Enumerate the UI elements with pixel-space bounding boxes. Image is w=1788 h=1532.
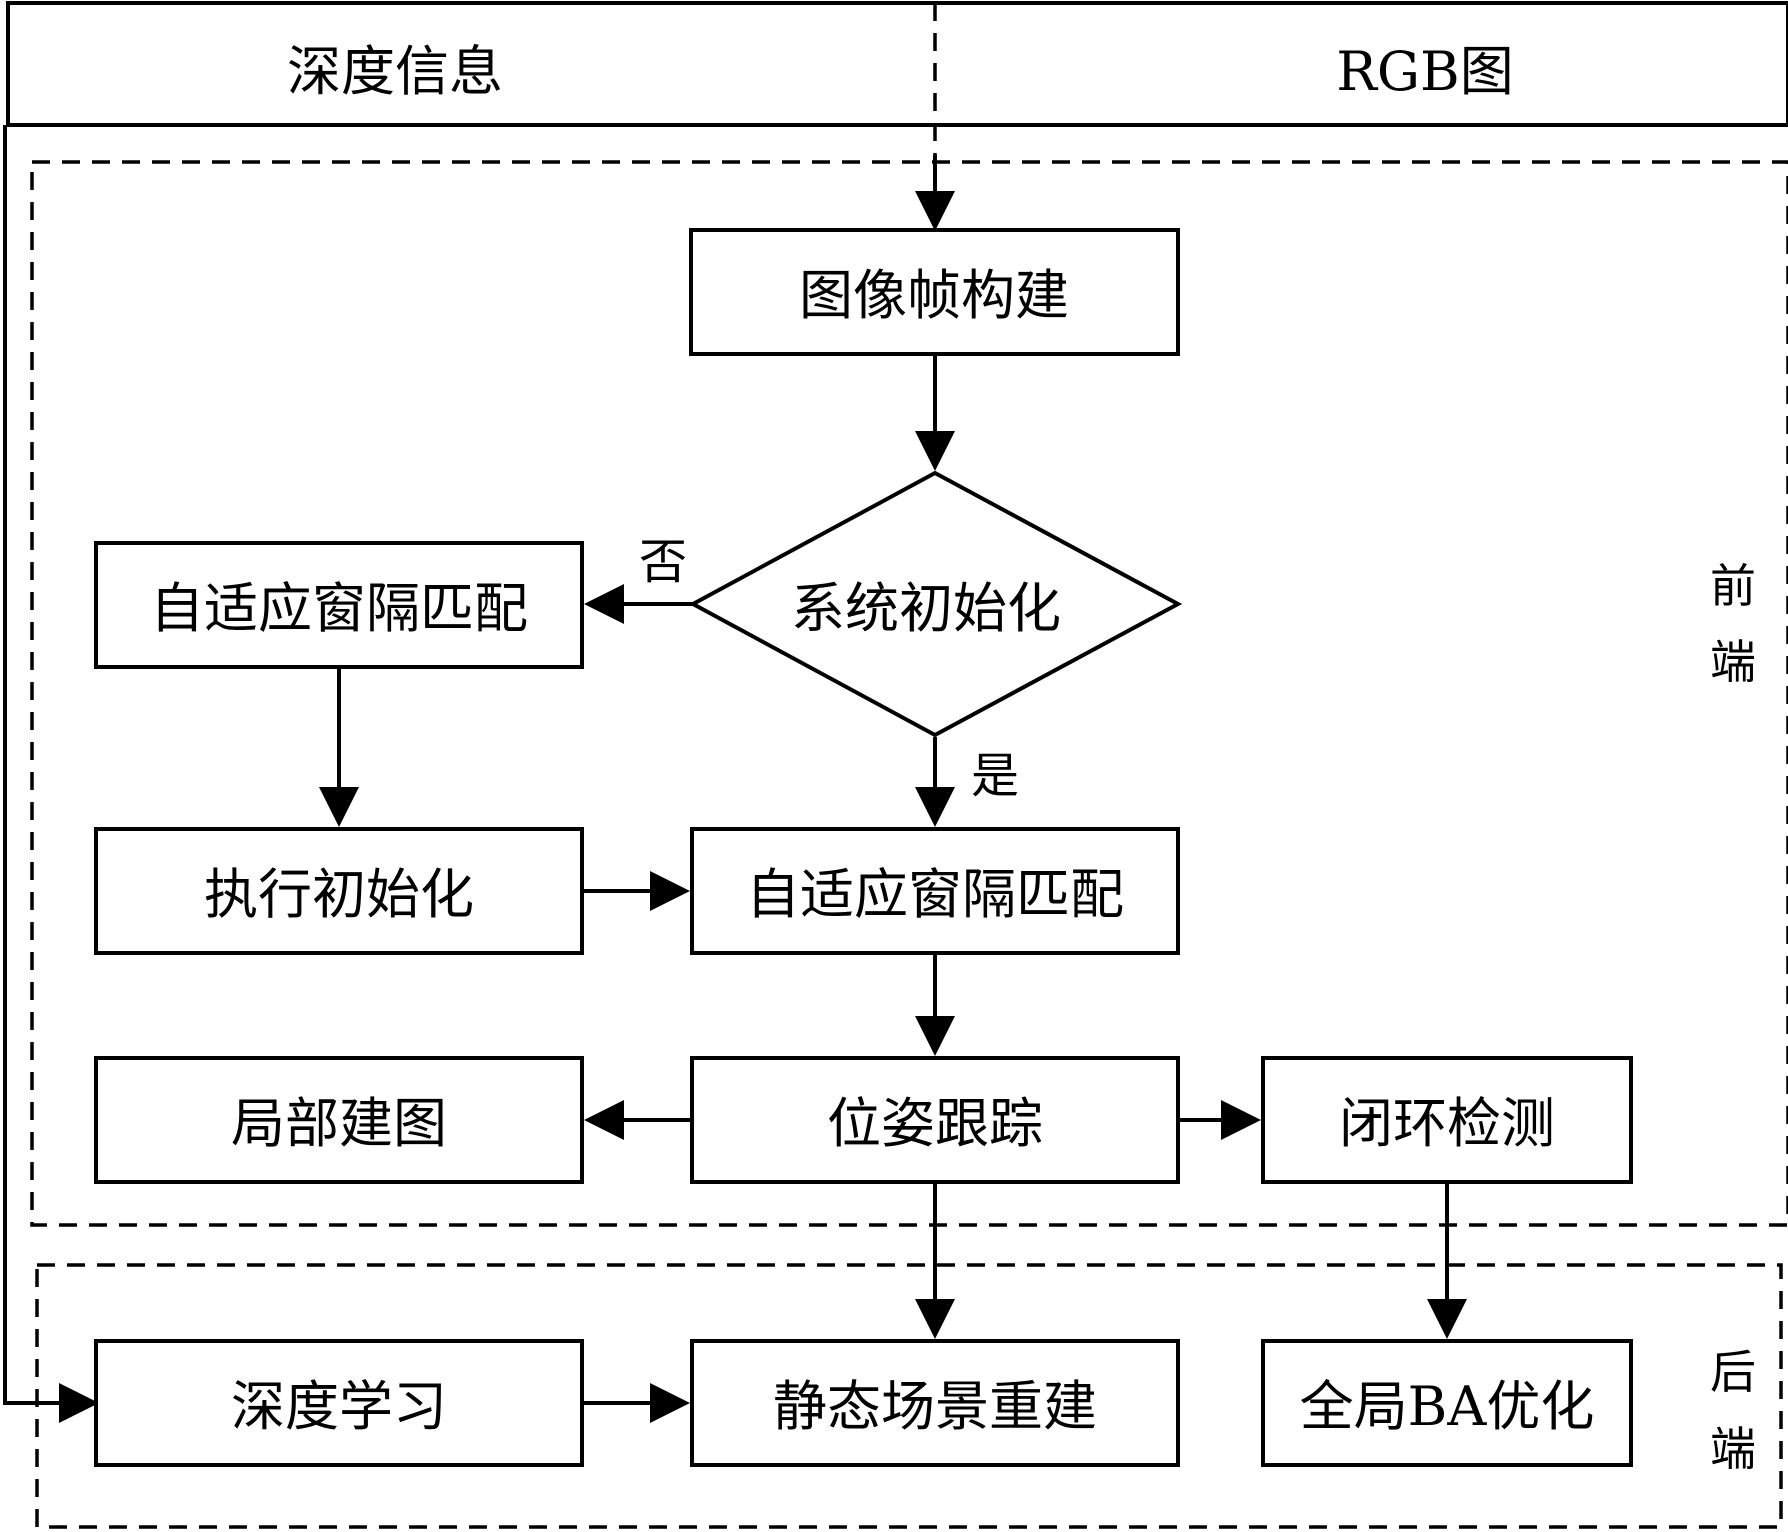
node-adaptive-match-left <box>94 541 584 669</box>
backend-region <box>35 1263 1783 1529</box>
node-adaptive-match-center-label: 自适应窗隔匹配 <box>746 863 1124 926</box>
node-loop-detection-label: 闭环检测 <box>1339 1092 1555 1155</box>
node-global-ba <box>1261 1339 1633 1467</box>
node-image-frame-label: 图像帧构建 <box>799 264 1069 327</box>
node-depth-learning <box>94 1339 584 1467</box>
node-adaptive-match-left-label: 自适应窗隔匹配 <box>150 577 528 640</box>
node-depth-learning-label: 深度学习 <box>231 1375 447 1438</box>
backend-label-1: 后 <box>1710 1345 1756 1399</box>
node-system-init-label: 系统初始化 <box>791 577 1061 640</box>
node-image-frame <box>689 228 1180 356</box>
edge-label-no: 否 <box>639 534 687 590</box>
node-global-ba-label: 全局BA优化 <box>1300 1375 1595 1438</box>
frontend-label-1: 前 <box>1710 559 1756 613</box>
node-static-reconstruction <box>690 1339 1180 1467</box>
node-pose-tracking-label: 位姿跟踪 <box>827 1092 1043 1155</box>
edge-depth-to-depth-learning <box>3 125 99 1423</box>
backend-label-2: 端 <box>1710 1422 1756 1476</box>
node-execute-init <box>94 827 584 955</box>
frontend-label-2: 端 <box>1710 635 1756 689</box>
header-depth-info: 深度信息 <box>287 40 503 103</box>
node-execute-init-label: 执行初始化 <box>204 863 474 926</box>
node-local-mapping-label: 局部建图 <box>231 1092 447 1155</box>
node-adaptive-match-center <box>690 827 1180 955</box>
header-rgb-image: RGB图 <box>1336 40 1513 103</box>
node-loop-detection <box>1261 1056 1633 1184</box>
node-static-reconstruction-label: 静态场景重建 <box>773 1375 1097 1438</box>
edge-label-yes: 是 <box>971 748 1019 804</box>
node-system-init <box>688 470 1183 738</box>
frontend-region <box>30 160 1788 1227</box>
node-local-mapping <box>94 1056 584 1184</box>
input-header <box>6 1 1788 127</box>
